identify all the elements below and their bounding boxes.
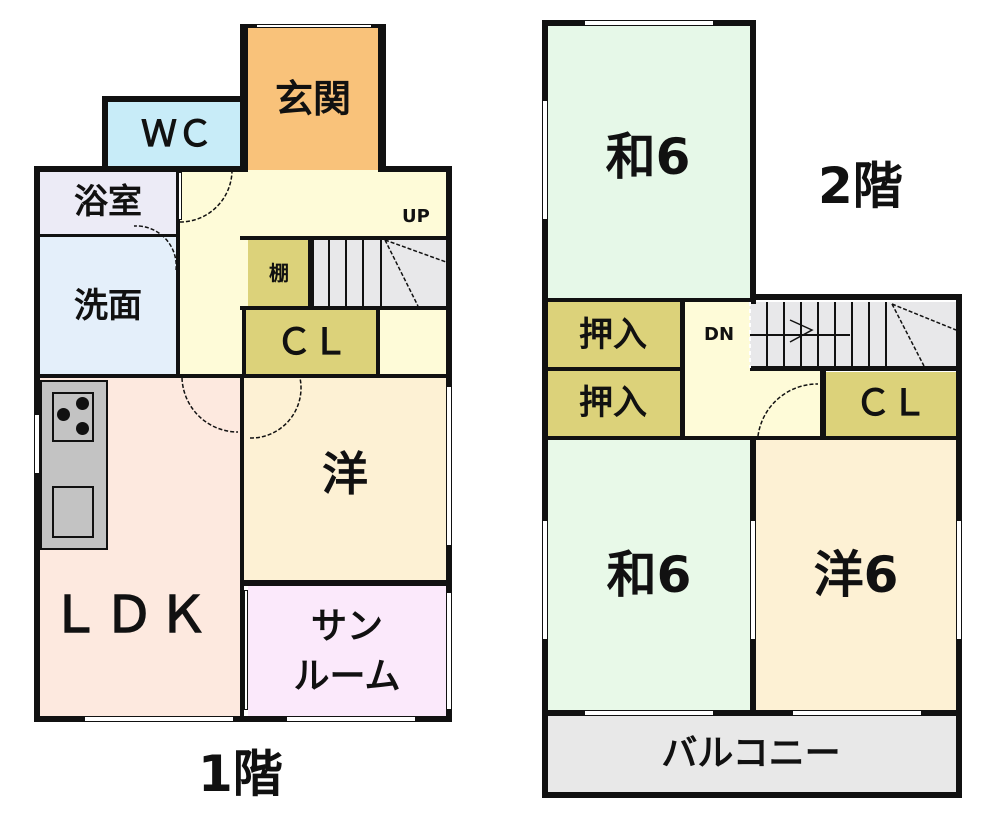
room-label: 洗面 bbox=[74, 286, 142, 326]
room-label: 押入 bbox=[579, 315, 647, 355]
room-oshiire-2: 押入 bbox=[546, 370, 680, 436]
room-label: ＬＤＫ bbox=[50, 586, 212, 644]
room-label: 押入 bbox=[579, 383, 647, 423]
room-wc: ＷＣ bbox=[108, 100, 246, 170]
stairs-dn-label: DN bbox=[704, 324, 735, 345]
room-oshiire-1: 押入 bbox=[546, 302, 680, 368]
floor-title-1f: 1階 bbox=[198, 745, 283, 803]
stairs-2f bbox=[750, 302, 956, 368]
room-western-1f: 洋 bbox=[244, 376, 446, 582]
room-washroom: 洗面 bbox=[38, 236, 178, 376]
room-label-line1: サン bbox=[310, 606, 383, 647]
room-genkan: 玄関 bbox=[246, 28, 380, 170]
room-closet-2f: ＣＬ bbox=[826, 372, 956, 436]
room-label-line2: ルーム bbox=[293, 656, 401, 697]
kitchen-counter bbox=[40, 380, 108, 550]
room-label: 浴室 bbox=[74, 182, 142, 222]
room-sunroom: サン ルーム bbox=[248, 586, 446, 718]
room-bath: 浴室 bbox=[38, 170, 178, 234]
room-label: ＷＣ bbox=[140, 114, 213, 155]
room-shelf: 棚 bbox=[248, 240, 310, 306]
room-label: ＣＬ bbox=[854, 383, 927, 424]
room-closet-1f: ＣＬ bbox=[246, 310, 378, 376]
room-washitsu-bottom: 和6 bbox=[546, 440, 752, 710]
room-western-2f: 洋6 bbox=[756, 440, 956, 710]
room-label: 洋6 bbox=[813, 546, 899, 604]
room-label: 玄関 bbox=[274, 77, 351, 121]
room-label: 洋 bbox=[322, 447, 368, 501]
stairs-1f bbox=[314, 240, 446, 306]
room-label: ＣＬ bbox=[275, 322, 348, 363]
room-washitsu-top: 和6 bbox=[546, 24, 750, 300]
room-label: 和6 bbox=[606, 546, 692, 604]
room-label: バルコニー bbox=[661, 733, 841, 774]
room-label: 和6 bbox=[605, 128, 691, 186]
stove-icon bbox=[52, 392, 94, 442]
stairs-up-label: UP bbox=[402, 206, 430, 227]
room-balcony: バルコニー bbox=[546, 716, 956, 792]
room-label: 棚 bbox=[269, 261, 289, 285]
sink-icon bbox=[52, 486, 94, 538]
floor-title-2f: 2階 bbox=[818, 157, 903, 215]
